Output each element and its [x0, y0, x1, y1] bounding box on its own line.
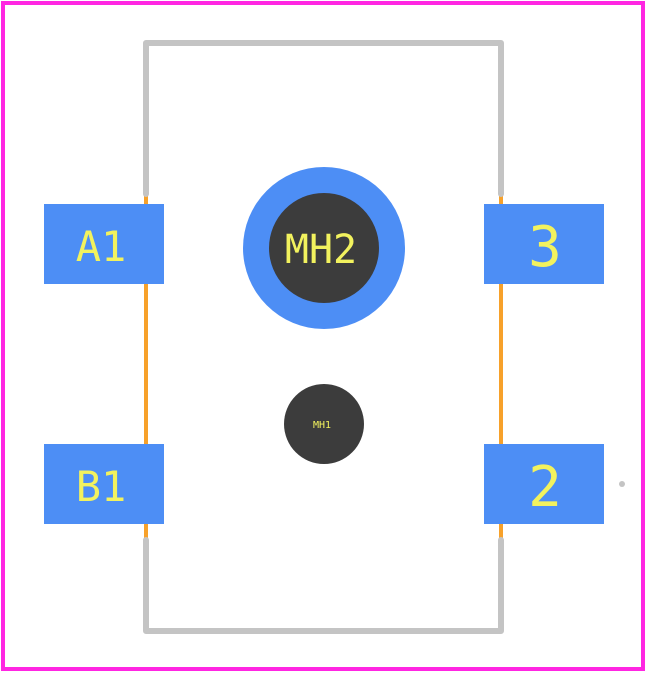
pad-b1[interactable]: B1	[44, 444, 164, 524]
pad-a1-copper	[44, 204, 164, 284]
pad-b1-label: B1	[76, 462, 127, 511]
mh1-drill	[284, 384, 364, 464]
pad-3-copper	[484, 204, 604, 284]
mh1-label: MH1	[313, 420, 331, 431]
silkscreen-outline-bottom	[143, 537, 504, 634]
mh2-drill	[269, 193, 379, 303]
silkscreen-outline-top	[143, 40, 504, 197]
pad-2[interactable]: 2	[484, 444, 604, 524]
mh2-label: MH2	[285, 227, 357, 273]
mounting-hole-mh2[interactable]: MH2	[243, 167, 405, 329]
pad-2-copper	[484, 444, 604, 524]
pin1-marker-dot	[619, 481, 625, 487]
pad-b1-copper	[44, 444, 164, 524]
mounting-hole-mh1[interactable]: MH1	[284, 384, 364, 464]
pad-a1-label: A1	[76, 222, 127, 271]
pad-3-label: 3	[528, 215, 562, 280]
pad-a1[interactable]: A1	[44, 204, 164, 284]
pad-3[interactable]: 3	[484, 204, 604, 284]
pad-2-label: 2	[528, 455, 562, 520]
